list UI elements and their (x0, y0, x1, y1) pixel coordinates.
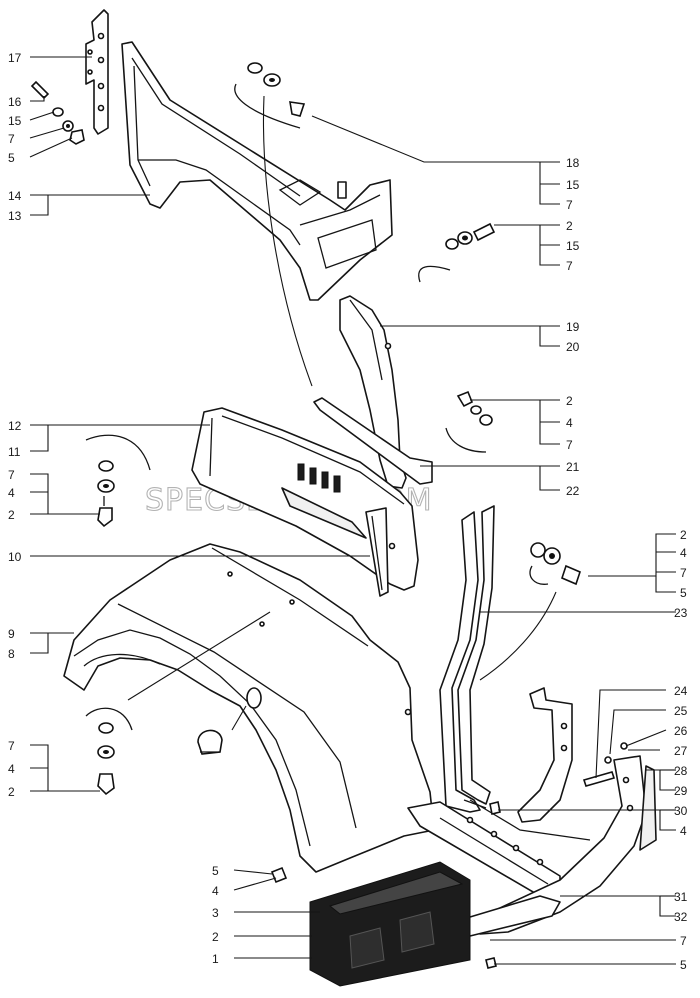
callout-11: 11 (8, 445, 21, 459)
callout-21: 21 (566, 460, 580, 474)
callout-5: 5 (8, 151, 15, 165)
hardware-group-top-left (30, 80, 85, 145)
hardware-group-right-upper (418, 222, 496, 283)
callout-14: 14 (8, 189, 22, 203)
callout-20: 20 (566, 340, 580, 354)
callout-8: 8 (8, 647, 15, 661)
leader-lines (29, 56, 676, 965)
hardware-group-left-lower (85, 707, 133, 796)
hardware-group-top-center (234, 62, 306, 129)
callout-24: 24 (674, 684, 688, 698)
callout-15: 15 (566, 178, 580, 192)
callout-17: 17 (8, 51, 22, 65)
callout-2: 2 (8, 508, 15, 522)
callout-1: 1 (212, 952, 219, 966)
dome-nut (197, 729, 223, 755)
callout-32: 32 (674, 910, 688, 924)
callout-25: 25 (674, 704, 688, 718)
callout-4: 4 (680, 824, 687, 838)
callout-7: 7 (680, 934, 687, 948)
strip-10 (365, 507, 389, 597)
callout-2: 2 (680, 528, 687, 542)
callout-5: 5 (680, 958, 687, 972)
callout-4: 4 (8, 762, 15, 776)
panel-11-12 (191, 407, 419, 591)
callout-7: 7 (566, 438, 573, 452)
hardware-group-left-mid (85, 434, 151, 528)
side-panel-13-14 (121, 41, 393, 301)
callout-15: 15 (566, 239, 580, 253)
callout-2: 2 (212, 930, 219, 944)
callouts-left: 17 16 15 7 5 14 13 12 11 7 4 2 10 9 8 7 … (8, 51, 219, 966)
callout-12: 12 (8, 419, 22, 433)
callouts-right: 18 15 7 2 15 7 19 20 2 4 7 21 22 2 4 7 5… (566, 156, 688, 972)
callout-23: 23 (674, 606, 688, 620)
callout-5: 5 (680, 586, 687, 600)
bracket-17 (85, 9, 109, 135)
callout-13: 13 (8, 209, 22, 223)
callout-7: 7 (8, 739, 15, 753)
callout-2: 2 (8, 785, 15, 799)
callout-4: 4 (566, 416, 573, 430)
callout-4: 4 (8, 486, 15, 500)
callout-7: 7 (8, 132, 15, 146)
callout-26: 26 (674, 724, 688, 738)
callout-28: 28 (674, 764, 688, 778)
callout-2: 2 (566, 219, 573, 233)
callout-7: 7 (680, 566, 687, 580)
callout-22: 22 (566, 484, 580, 498)
callout-16: 16 (8, 95, 22, 109)
hardware-group-right-lower (529, 542, 581, 586)
callout-3: 3 (212, 906, 219, 920)
callout-18: 18 (566, 156, 580, 170)
callout-30: 30 (674, 804, 688, 818)
callout-15: 15 (8, 114, 22, 128)
callout-10: 10 (8, 550, 22, 564)
callout-5: 5 (212, 864, 219, 878)
callout-4: 4 (680, 546, 687, 560)
callout-19: 19 (566, 320, 580, 334)
bracket-23 (439, 505, 495, 813)
callout-2: 2 (566, 394, 573, 408)
callout-7: 7 (566, 198, 573, 212)
frame-assembly (407, 687, 657, 969)
callout-27: 27 (674, 744, 688, 758)
hardware-group-right-mid (445, 390, 493, 453)
fender-8-9 (63, 543, 435, 873)
callout-29: 29 (674, 784, 688, 798)
callout-7: 7 (566, 259, 573, 273)
callout-31: 31 (674, 890, 688, 904)
battery-box-1-3 (270, 861, 471, 987)
callout-9: 9 (8, 627, 15, 641)
callout-4: 4 (212, 884, 219, 898)
bracket-19-20 (313, 295, 433, 489)
callout-7: 7 (8, 468, 15, 482)
